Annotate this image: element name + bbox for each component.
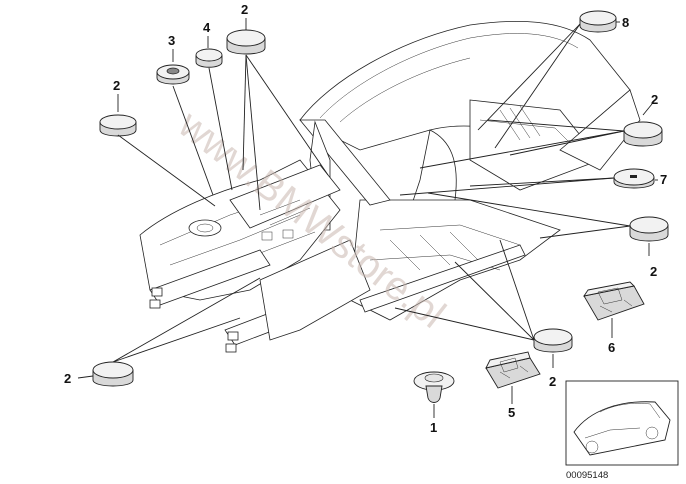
plug-part-2-bottomleft bbox=[92, 361, 134, 387]
plug-part-2-right-top bbox=[623, 121, 663, 147]
block-part-5 bbox=[485, 351, 541, 389]
callout-5: 5 bbox=[508, 405, 515, 420]
callout-8: 8 bbox=[622, 15, 629, 30]
plug-part-2-top bbox=[226, 29, 266, 55]
plug-part-2-bottomright bbox=[533, 328, 573, 353]
callout-2-bottomright: 2 bbox=[549, 374, 556, 389]
callout-2-right-top: 2 bbox=[651, 92, 658, 107]
callout-2-bottomleft: 2 bbox=[64, 371, 71, 386]
leader-lines bbox=[112, 21, 653, 418]
plug-part-7 bbox=[613, 168, 655, 189]
plug-part-2-right-mid bbox=[629, 216, 669, 242]
block-part-6 bbox=[583, 281, 645, 321]
inset-car-thumbnail bbox=[565, 380, 679, 466]
car-body-shell bbox=[139, 20, 641, 353]
diagram-code: 00095148 bbox=[566, 470, 608, 481]
plug-part-2-topleft bbox=[99, 114, 137, 137]
callout-numbers: 2 3 4 2 8 2 7 2 6 2 5 1 2 bbox=[64, 2, 667, 435]
callout-stubs bbox=[77, 18, 658, 379]
callout-7: 7 bbox=[660, 172, 667, 187]
callout-4: 4 bbox=[203, 20, 211, 35]
callout-2-top: 2 bbox=[241, 2, 248, 17]
callout-6: 6 bbox=[608, 340, 615, 355]
callout-1: 1 bbox=[430, 420, 437, 435]
plug-part-8 bbox=[579, 10, 617, 33]
plug-part-4 bbox=[195, 48, 223, 68]
grommet-part-3 bbox=[156, 64, 190, 85]
callout-2-right-mid: 2 bbox=[650, 264, 657, 279]
callout-2-topleft: 2 bbox=[113, 78, 120, 93]
plug-part-1 bbox=[413, 371, 455, 403]
callout-3: 3 bbox=[168, 33, 175, 48]
